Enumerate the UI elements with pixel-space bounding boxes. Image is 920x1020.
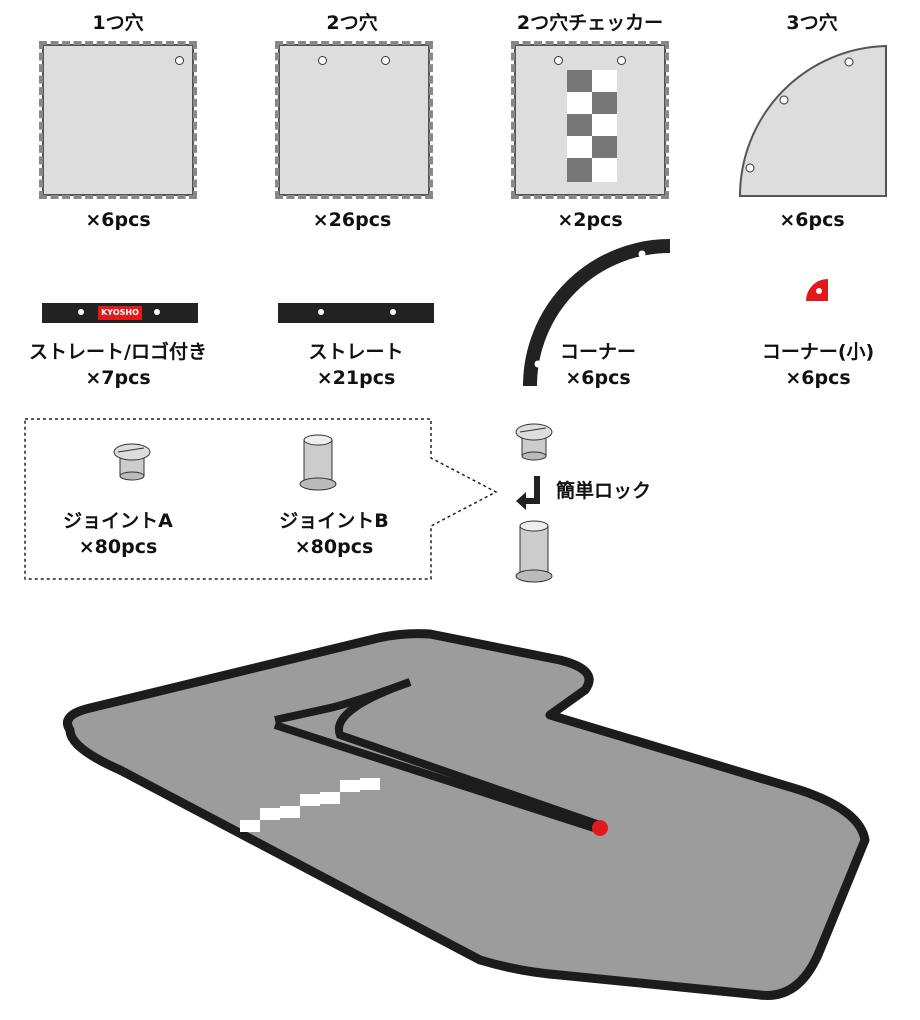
tile-2-hole-label: 2つ穴 xyxy=(326,12,378,34)
track-surface xyxy=(63,629,870,1000)
tile-3-hole-image xyxy=(738,44,887,197)
straight-qty: ×21pcs xyxy=(316,367,396,389)
corner-qty: ×6pcs xyxy=(565,367,631,389)
lock-arrow-icon xyxy=(516,476,540,510)
straight-logo-label: ストレート/ロゴ付き xyxy=(29,341,207,363)
joint-b-image xyxy=(299,434,337,491)
joint-a-image xyxy=(113,443,151,481)
tile-3-hole-qty: ×6pcs xyxy=(779,209,845,231)
small-corner-qty: ×6pcs xyxy=(785,367,851,389)
small-corner-wall-image xyxy=(806,279,828,301)
tile-checker-label: 2つ穴チェッカー xyxy=(516,12,664,34)
joint-a-label: ジョイントA xyxy=(63,510,173,532)
checker-start-line xyxy=(240,778,380,832)
tile-1-hole-qty: ×6pcs xyxy=(85,209,151,231)
checker-pattern xyxy=(567,70,617,182)
straight-logo-qty: ×7pcs xyxy=(85,367,151,389)
joint-a-qty: ×80pcs xyxy=(78,536,158,558)
corner-wall-image xyxy=(523,239,671,387)
assembled-track-photo xyxy=(63,629,870,1000)
straight-logo-wall-image: KYOSHO xyxy=(42,303,198,323)
tile-checker-image xyxy=(511,41,669,199)
joint-b-label: ジョイントB xyxy=(279,510,389,532)
small-corner-label: コーナー(小) xyxy=(761,341,875,363)
easy-lock-label: 簡単ロック xyxy=(556,480,652,502)
tile-2-hole-image xyxy=(275,41,433,199)
joints-callout-box xyxy=(24,418,498,580)
inner-wall-lower-b xyxy=(334,678,602,829)
tile-checker-qty: ×2pcs xyxy=(557,209,623,231)
red-corner-piece xyxy=(592,820,608,836)
corner-label: コーナー xyxy=(559,341,637,363)
tile-1-hole-image xyxy=(39,41,197,199)
kyosho-logo: KYOSHO xyxy=(98,306,142,320)
inner-wall-lower-a xyxy=(273,721,602,834)
lock-joint-a-image xyxy=(515,423,553,461)
straight-label: ストレート xyxy=(308,341,404,363)
tile-1-hole-label: 1つ穴 xyxy=(92,12,144,34)
lock-joint-b-image xyxy=(515,520,553,583)
tile-2-hole-qty: ×26pcs xyxy=(312,209,392,231)
tile-3-hole-label: 3つ穴 xyxy=(786,12,838,34)
joint-b-qty: ×80pcs xyxy=(294,536,374,558)
straight-wall-image xyxy=(278,303,434,323)
